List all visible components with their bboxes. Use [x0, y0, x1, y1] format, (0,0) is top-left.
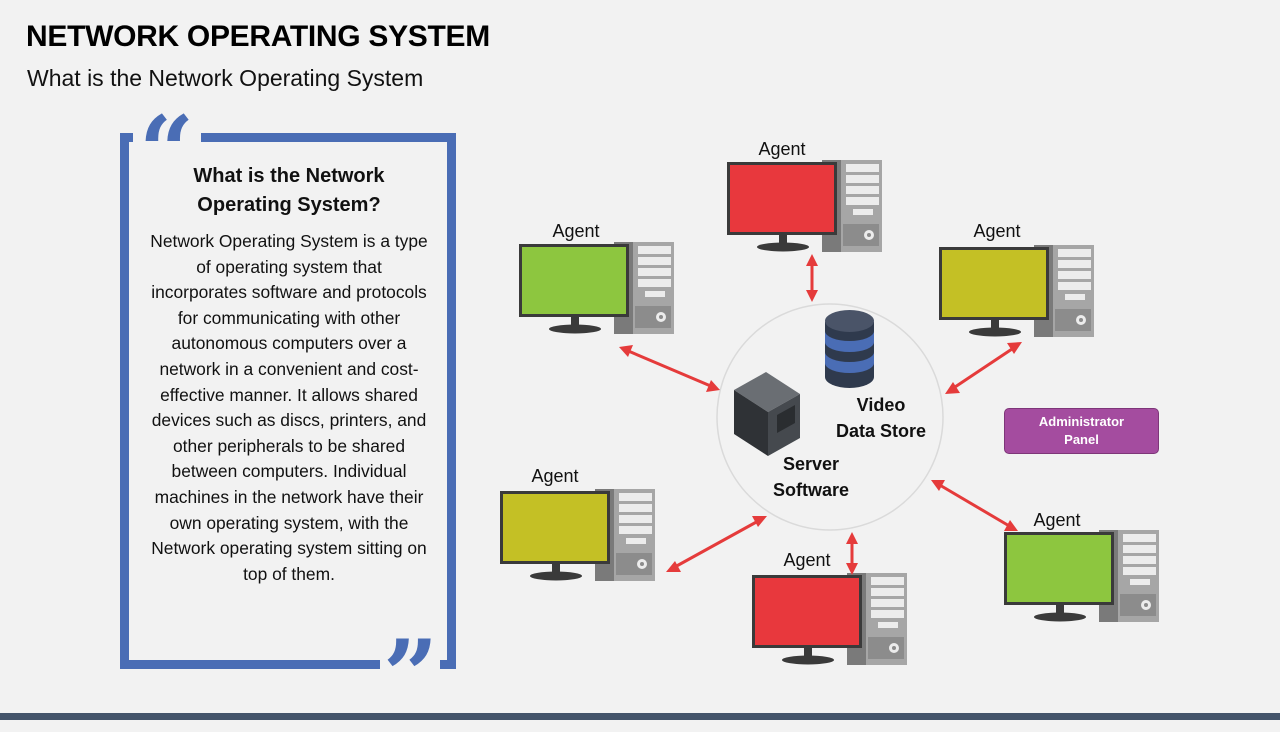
- server-label-line1: Server: [783, 454, 839, 474]
- monitor-screen: [942, 250, 1046, 317]
- page-subtitle: What is the Network Operating System: [27, 65, 424, 91]
- monitor-screen: [503, 494, 607, 561]
- agent-label: Agent: [973, 221, 1020, 241]
- administrator-panel: Administrator Panel: [1004, 408, 1159, 454]
- quote-frame: [120, 133, 456, 669]
- agent-computer-upper-left: [519, 242, 674, 334]
- server-label-line2: Software: [773, 480, 849, 500]
- close-quote-icon: ”: [383, 619, 439, 732]
- connection-arrows: [619, 254, 1022, 575]
- database-icon: [825, 310, 874, 388]
- agent-computer-top: [727, 160, 882, 252]
- agent-label: Agent: [1033, 510, 1080, 530]
- agent-computer-bottom: [752, 573, 907, 665]
- agent-computer-lower-right: [1004, 530, 1159, 622]
- agent-label: Agent: [552, 221, 599, 241]
- agent-label: Agent: [783, 550, 830, 570]
- video-store-label-line1: Video: [857, 395, 906, 415]
- server-hub-circle: [716, 303, 944, 531]
- agent-label: Agent: [758, 139, 805, 159]
- monitor-screen: [730, 165, 834, 232]
- monitor-screen: [522, 247, 626, 314]
- video-store-label-line2: Data Store: [836, 421, 926, 441]
- agent-computer-upper-right: [939, 245, 1094, 337]
- monitor-screen: [755, 578, 859, 645]
- quote-body: Network Operating System is a type of op…: [150, 231, 428, 584]
- bottom-bar: [0, 713, 1280, 720]
- server-icon: [734, 372, 800, 456]
- agent-computer-lower-left: [500, 489, 655, 581]
- page-title: NETWORK OPERATING SYSTEM: [26, 20, 490, 53]
- monitor-screen: [1007, 535, 1111, 602]
- admin-panel-line2: Panel: [1064, 432, 1099, 447]
- open-quote-icon: “: [139, 95, 195, 208]
- agent-label: Agent: [531, 466, 578, 486]
- quote-heading: What is the Network Operating System?: [193, 165, 385, 216]
- admin-panel-line1: Administrator: [1038, 414, 1125, 429]
